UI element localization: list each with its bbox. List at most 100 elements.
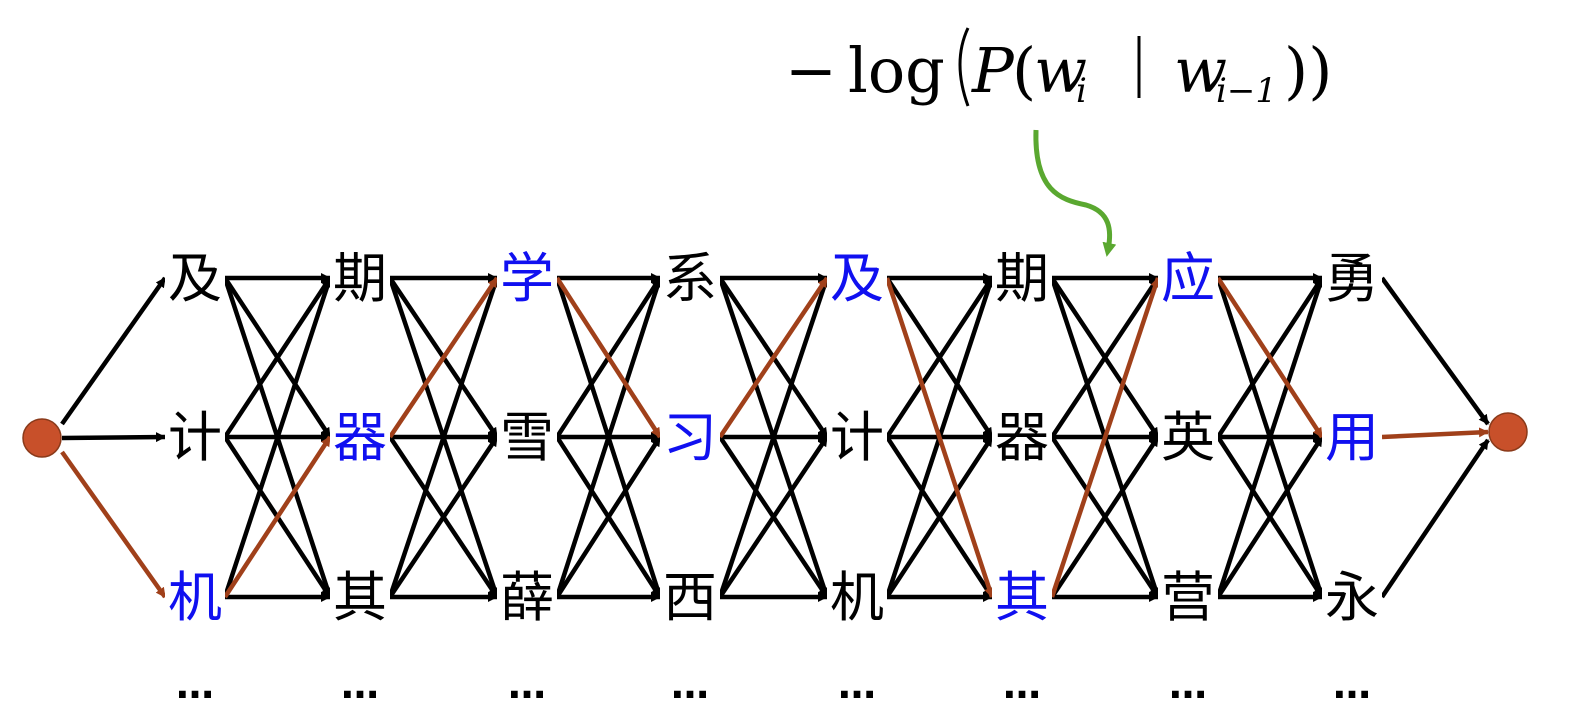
lattice-edge [718,435,829,599]
node-background [497,248,557,308]
formula-close-paren: )) [1284,34,1332,107]
ellipsis-more: … [838,663,876,707]
best-path-edges [60,276,1489,599]
ellipsis-more: … [1169,663,1207,707]
formula-w2: w [1174,34,1227,107]
ellipsis-more: … [508,663,546,707]
selected-character-node: 学 [500,247,554,310]
character-node: 永 [1325,566,1379,629]
edges [60,273,1490,602]
path-edge [555,276,662,439]
ellipsis-more: … [1333,663,1371,707]
ellipsis-more: … [176,663,214,707]
node-background [660,248,720,308]
end-node [1488,412,1528,452]
ellipsis-more: … [671,663,709,707]
node-background [992,407,1052,467]
character-node: 机 [830,566,884,629]
transition-cost-formula: − log P ( w i w i−1 )) [785,27,1332,111]
formula-open-paren: ( [1012,34,1036,107]
character-node: 勇 [1325,247,1379,310]
formula-w1: w [1034,34,1087,107]
character-node: 期 [995,247,1049,310]
character-node: 营 [1161,566,1215,629]
path-edge [1381,427,1489,440]
node-background [1322,407,1382,467]
path-edge [388,276,499,439]
formula-big-paren-left [958,27,970,107]
node-background [497,407,557,467]
node-background [827,407,887,467]
lattice-edge [388,435,499,599]
end-edge [1380,276,1490,426]
selected-character-node: 机 [168,566,222,629]
character-node: 薛 [500,566,554,629]
lattice-edge [717,277,830,598]
path-edge [718,276,829,439]
character-node: 及 [168,247,222,310]
lattice-edge [222,277,333,598]
formula-sub-i: i [1076,71,1087,111]
ellipsis-more: … [341,663,379,707]
path-edge [223,435,332,599]
character-node: 计 [168,406,222,469]
character-node: 器 [995,406,1049,469]
lattice-edge [885,276,994,439]
formula-P: P [971,34,1015,107]
node-background [827,567,887,627]
node-background [1322,248,1382,308]
nodes: 及计机 … 期器其 … 学雪薛 … 系习西 … 及计机 … 期器其 … 应英营 … 勇用永 … [22,247,1528,707]
selected-character-node: 习 [663,406,717,469]
selected-character-node: 其 [995,566,1049,629]
character-node: 西 [663,566,717,629]
character-node: 计 [830,406,884,469]
selected-character-node: 器 [333,406,387,469]
lattice-edge [555,435,662,599]
start-edge [60,276,167,426]
lattice-edge [1050,435,1160,599]
node-background [660,407,720,467]
node-background [165,407,225,467]
node-background [1158,407,1218,467]
lattice-edge [387,277,500,598]
node-background [165,248,225,308]
lattice-edge [223,276,332,439]
node-background [992,248,1052,308]
path-edge [884,277,995,598]
selected-character-node: 应 [1161,247,1215,310]
end-edge [1380,438,1490,599]
character-node: 期 [333,247,387,310]
lattice-edge [1215,277,1325,598]
character-node: 其 [333,566,387,629]
node-background [165,567,225,627]
selected-character-node: 用 [1325,406,1379,469]
selected-character-node: 及 [830,247,884,310]
node-background [330,407,390,467]
character-node: 英 [1161,406,1215,469]
node-background [1158,567,1218,627]
lattice-edge [1216,435,1324,599]
ellipsis-more: … [1003,663,1041,707]
path-edge [1049,277,1161,598]
path-edge [1216,276,1324,439]
node-background [827,248,887,308]
lattice-edge [885,435,994,599]
path-edge [60,450,167,599]
character-node: 雪 [500,406,554,469]
formula-log: log [848,34,945,107]
formula-minus: − [785,34,837,107]
start-edge [61,432,166,443]
node-background [497,567,557,627]
start-node [22,418,62,458]
node-background [660,567,720,627]
node-background [992,567,1052,627]
lattice-edge [1050,276,1160,439]
node-background [1322,567,1382,627]
node-background [330,567,390,627]
character-node: 系 [663,247,717,310]
node-background [330,248,390,308]
formula-sub-i-1: i−1 [1216,71,1277,111]
annotation-arrow [1033,129,1117,257]
node-background [1158,248,1218,308]
